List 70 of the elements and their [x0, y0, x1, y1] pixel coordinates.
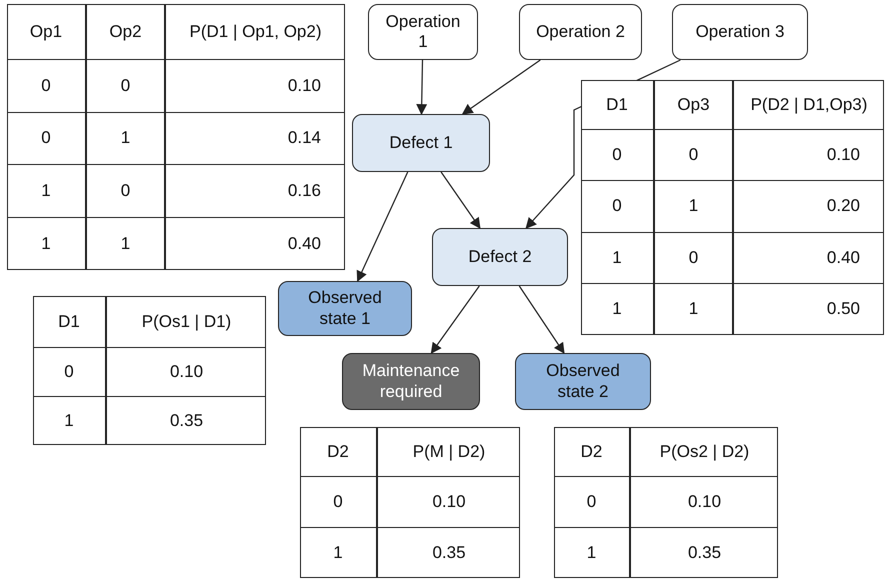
table-value: 0.16	[166, 165, 345, 218]
table-value: 1	[7, 218, 87, 270]
column-header: D2	[554, 427, 631, 477]
table-value: 0	[300, 477, 378, 528]
table-value: 1	[87, 112, 166, 165]
arrow	[462, 60, 541, 115]
process-box	[432, 228, 568, 286]
process-box	[672, 4, 808, 60]
table-value: 0.20	[734, 181, 884, 232]
table-value: 0.10	[378, 477, 520, 528]
node-label: Operation 1	[384, 12, 462, 52]
table-value: 0.35	[168, 410, 204, 432]
arrow	[440, 172, 481, 229]
column-header: Op1	[7, 4, 87, 60]
table-value: 0	[655, 232, 734, 284]
column-header: Op3	[655, 80, 734, 130]
column-header: P(D2 | D1,Op3)	[734, 80, 884, 130]
node-label: Operation 2	[536, 22, 625, 42]
table-value: 0	[33, 348, 107, 396]
table-value: 0	[87, 60, 166, 112]
node-label: Maintenance required	[361, 361, 461, 402]
table-value: 1	[655, 284, 734, 335]
node-label: Operation 3	[696, 22, 784, 42]
node-label: Observed state 1	[307, 288, 383, 329]
table-value: 0.10	[166, 60, 345, 112]
node-label: Defect 2	[468, 246, 532, 268]
table-value: 1	[7, 165, 87, 218]
node-label: Observed state 2	[545, 361, 621, 402]
table-value: 0	[655, 130, 734, 182]
column-header: P(Os1 | D1)	[107, 296, 266, 348]
process-box	[519, 4, 642, 60]
table-value: 1	[300, 528, 378, 578]
table-value: 0.40	[734, 232, 884, 284]
table-value: 0.50	[826, 298, 861, 320]
table-value: 0	[581, 181, 655, 232]
column-header: D1	[33, 296, 107, 348]
node-label: Defect 1	[389, 132, 453, 154]
arrow	[430, 286, 480, 354]
column-header: P(M | D2)	[378, 427, 520, 477]
process-box	[515, 353, 651, 410]
process-box	[368, 4, 478, 60]
process-box	[278, 281, 412, 336]
table-value: 1	[33, 396, 107, 445]
table-value: 0	[7, 112, 87, 165]
arrow	[356, 172, 408, 282]
column-header: D2	[300, 427, 378, 477]
table-value: 0.10	[734, 130, 884, 182]
table-value: 0	[581, 130, 655, 182]
column-header: P(Os2 | D2)	[631, 427, 778, 477]
table-value: 0	[7, 60, 87, 112]
table-value: 0.14	[166, 112, 345, 165]
column-header: D1	[581, 80, 655, 130]
arrow	[416, 60, 428, 116]
table-value: 1	[581, 284, 655, 335]
table-value: 0.10	[631, 477, 778, 528]
table-value: 0.10	[107, 348, 266, 396]
table-value: 1	[655, 181, 734, 232]
table-value: 0.35	[431, 542, 467, 564]
table-value: 0	[554, 477, 631, 528]
table-value: 0	[87, 165, 166, 218]
column-header: P(D1 | Op1, Op2)	[166, 4, 345, 60]
table-value: 1	[554, 528, 631, 578]
process-box	[352, 114, 490, 172]
arrow	[518, 286, 565, 354]
table-value: 1	[87, 218, 166, 270]
table-value: 0.40	[286, 232, 322, 255]
column-header: Op2	[87, 4, 166, 60]
table-value: 1	[581, 232, 655, 284]
table-value: 0.35	[686, 542, 722, 564]
process-box	[342, 353, 480, 410]
